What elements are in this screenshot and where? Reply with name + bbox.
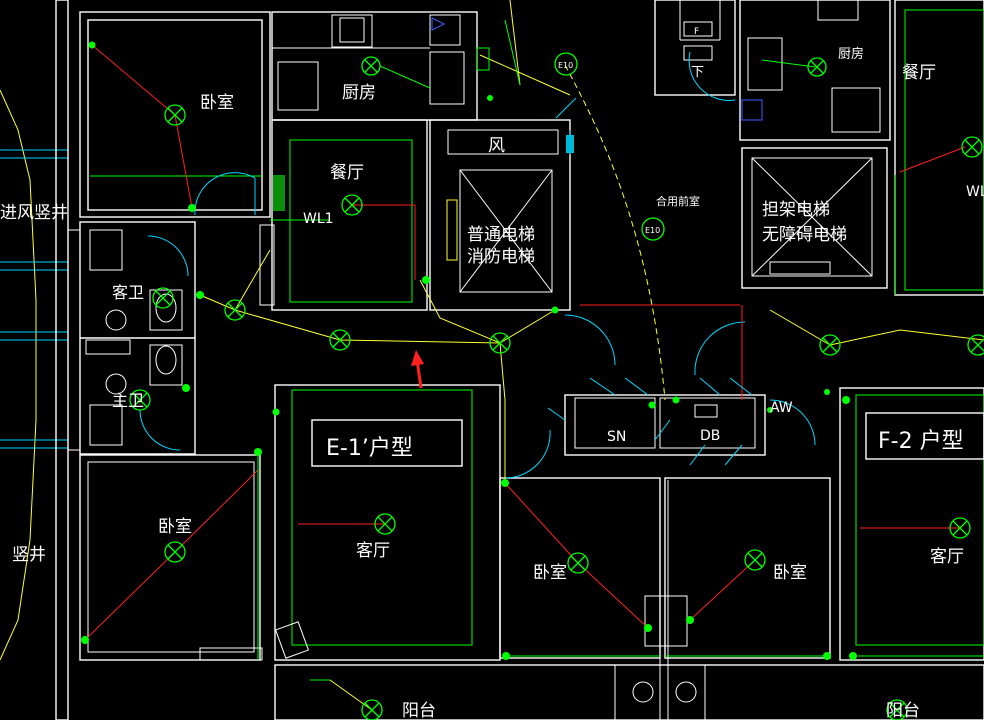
label-bedroom-mc: 卧室 (533, 563, 567, 583)
red-arrow-marker (411, 350, 424, 389)
wiring-red (84, 44, 966, 641)
label-elevator-normal-1: 普通电梯 (467, 225, 535, 245)
misc-fixtures (273, 17, 763, 659)
label-master-wc: 主卫 (112, 391, 144, 410)
label-db: DB (700, 428, 720, 444)
door-swings (139, 51, 816, 479)
label-bedroom-tl: 卧室 (200, 93, 234, 113)
unit-type-e: E-1’户型 (326, 436, 413, 461)
e10-fixtures (554, 52, 665, 241)
label-shaft-left: 竖井 (12, 545, 46, 565)
label-shared-front-room: 合用前室 (656, 194, 700, 208)
label-dining-center: 餐厅 (330, 163, 364, 183)
unit-type-e-box (311, 419, 463, 467)
label-elevator-right-1: 担架电梯 (762, 200, 830, 220)
room-labels: 卧室 厨房 餐厅 风 普通电梯 消防电梯 合用前室 厨房 餐厅 担架电梯 无障碍… (0, 46, 964, 720)
label-fresh-air-shaft: 进风竖井 (0, 203, 68, 223)
label-aw: AW (770, 400, 793, 416)
label-dining-right: 餐厅 (902, 63, 936, 83)
unit-type-labels: E-1’户型 F-2 户型 (326, 429, 964, 461)
label-e10-top: E10 (558, 61, 573, 70)
label-wl-right: WL (966, 184, 984, 200)
label-wl1: WL1 (303, 211, 334, 227)
label-f: F (694, 27, 699, 37)
label-elevator-right-2: 无障碍电梯 (762, 225, 847, 245)
left-facade (0, 0, 81, 720)
label-sn: SN (607, 429, 626, 445)
label-living-e: 客厅 (356, 541, 390, 561)
unit-type-f-box (865, 412, 984, 460)
dashed-route (564, 64, 666, 401)
wiring-yellow (199, 0, 984, 711)
label-elevator-normal-2: 消防电梯 (467, 247, 535, 267)
label-e10-mid: E10 (645, 226, 660, 235)
wiring-green (257, 19, 984, 681)
light-fixtures (129, 56, 984, 720)
label-guest-wc: 客卫 (112, 283, 144, 302)
walls (79, 0, 984, 720)
label-bedroom-mr: 卧室 (773, 563, 807, 583)
label-balcony-l: 阳台 (402, 701, 436, 720)
label-bedroom-ml: 卧室 (158, 517, 192, 537)
label-wind-shaft: 风 (488, 136, 505, 156)
unit-type-f: F-2 户型 (878, 429, 964, 454)
label-balcony-r: 阳台 (886, 701, 920, 720)
annotation-labels: WL1 WL E10 E10 SN AW DB 下 F (303, 27, 984, 445)
label-kitchen-right: 厨房 (838, 46, 864, 62)
label-kitchen-top: 厨房 (342, 83, 376, 103)
label-living-f: 客厅 (930, 547, 964, 567)
junction-nodes (81, 41, 857, 660)
label-down: 下 (691, 65, 704, 80)
service-arrows (547, 97, 753, 466)
